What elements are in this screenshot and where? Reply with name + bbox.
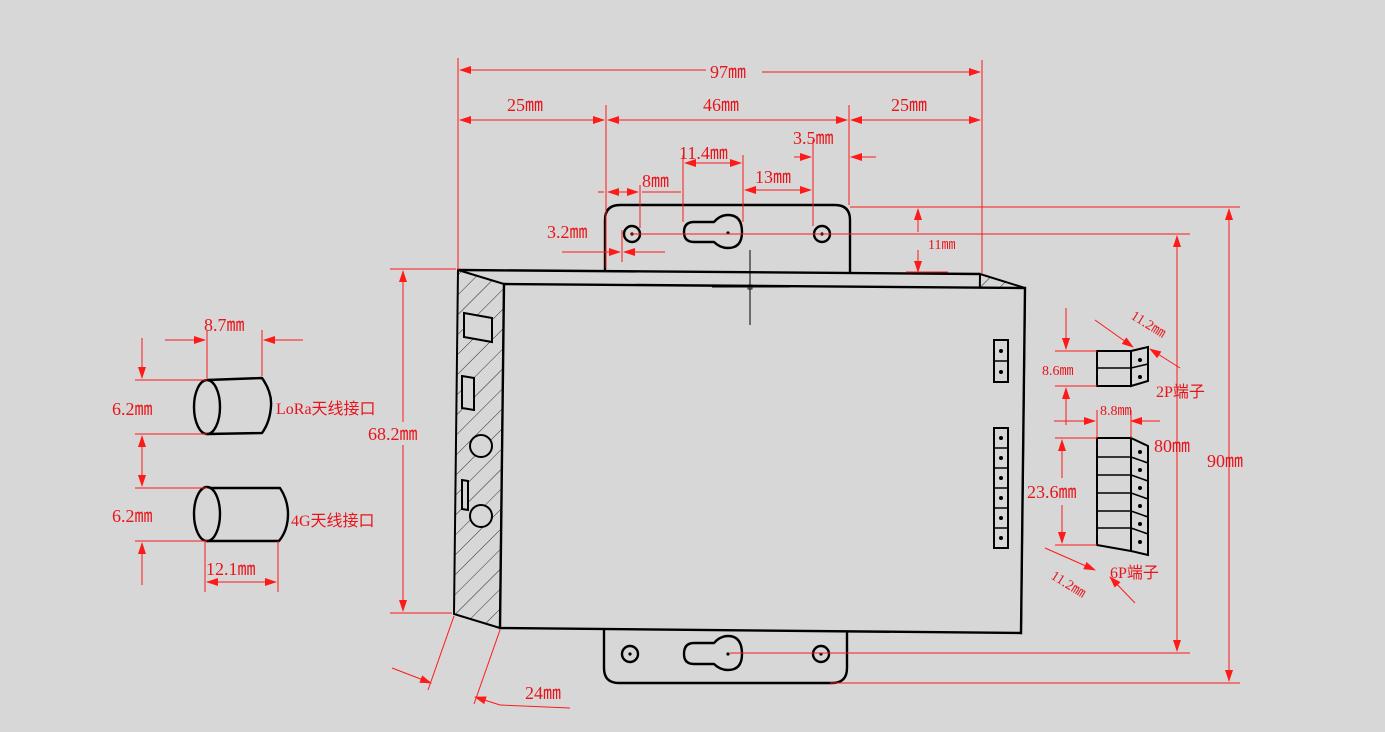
2p-terminal-block (1096, 345, 1149, 388)
top-keyhole (682, 213, 744, 250)
lora-length: 8.7㎜ (204, 315, 245, 335)
dim-middle-span: 46㎜ (703, 95, 739, 115)
right-side-terminals (993, 339, 1009, 549)
dim-total-height: 90㎜ (1207, 451, 1243, 471)
left-side-connectors (461, 311, 493, 528)
dim-ear-height: 11㎜ (928, 238, 955, 253)
4g-diameter: 6.2㎜ (112, 506, 153, 526)
2p-depth: 11.2㎜ (1128, 309, 1168, 342)
lora-diameter: 6.2㎜ (112, 399, 153, 419)
dim-left-margin: 25㎜ (507, 95, 543, 115)
6p-depth: 11.2㎜ (1048, 569, 1088, 602)
antenna-port-lower (469, 504, 493, 528)
6p-terminal-block (1096, 436, 1149, 557)
6p-height: 23.6㎜ (1027, 482, 1077, 502)
dim-body-height: 68.2㎜ (368, 424, 418, 444)
device-body (452, 203, 1027, 685)
lora-antenna-label: LoRa天线接口 (276, 400, 376, 418)
bottom-keyhole (682, 634, 744, 672)
dim-hole-offset-left: 8㎜ (642, 171, 669, 191)
6p-terminal-label: 6P端子 (1110, 564, 1159, 582)
2p-terminal-label: 2P端子 (1156, 383, 1205, 401)
2p-width: 8.8㎜ (1100, 404, 1132, 419)
lora-antenna-connector (192, 376, 273, 436)
antenna-port-upper (469, 434, 493, 458)
2p-height: 8.6㎜ (1042, 364, 1074, 379)
dim-keyhole-width: 11.4㎜ (679, 143, 728, 163)
4g-length: 12.1㎜ (206, 559, 256, 579)
dim-depth: 24㎜ (525, 683, 561, 703)
bottom-mounting-ear (602, 629, 849, 685)
top-panel (498, 282, 1027, 635)
bottom-left-mount-hole (620, 644, 640, 664)
dim-ear-offset: 3.5㎜ (793, 128, 834, 148)
4g-antenna-label: 4G天线接口 (291, 512, 375, 530)
4g-antenna-connector (192, 485, 290, 543)
dimension-lines (135, 58, 1240, 709)
dim-hole-offset-right: 13㎜ (755, 167, 791, 187)
dim-total-width: 97㎜ (710, 62, 746, 82)
bottom-right-mount-hole (811, 644, 831, 664)
dim-inner-height: 80㎜ (1154, 436, 1190, 456)
dim-hole-diameter: 3.2㎜ (547, 222, 588, 242)
dim-right-margin: 25㎜ (891, 95, 927, 115)
